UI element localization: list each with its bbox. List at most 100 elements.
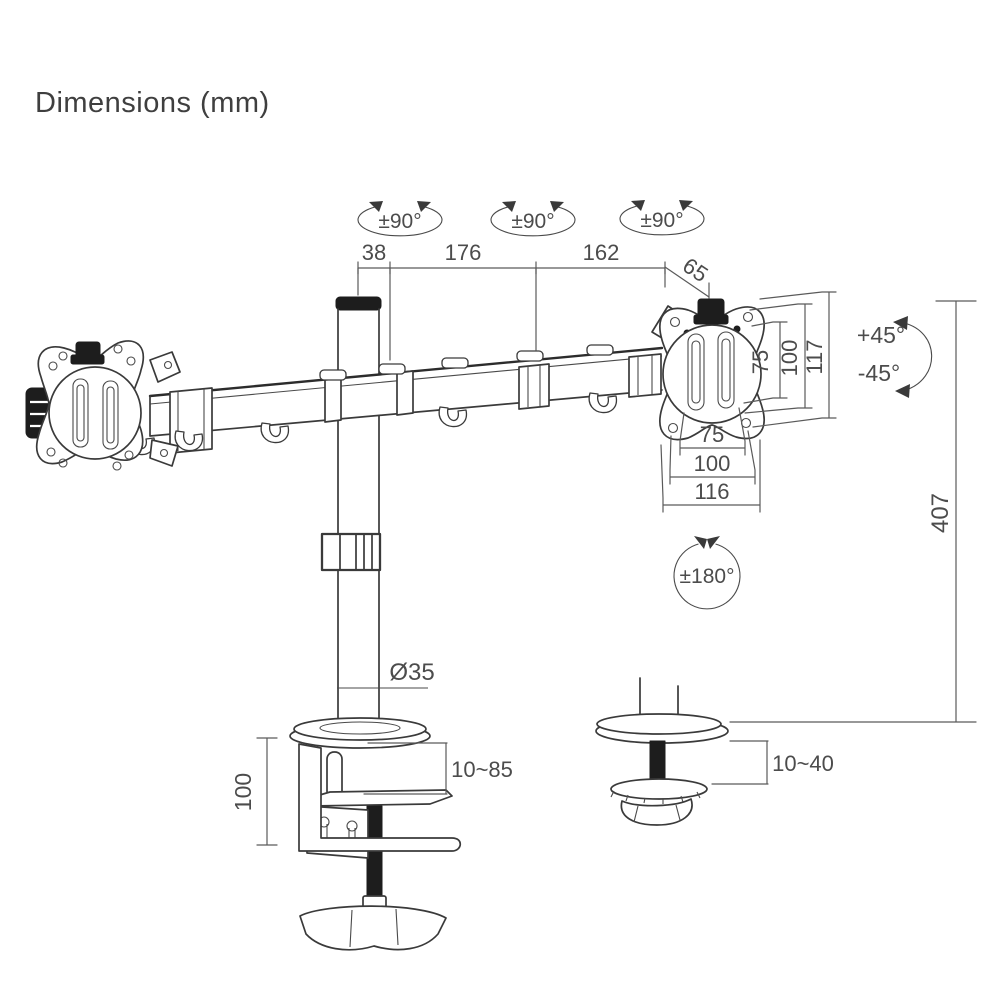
clamp-top-jaw: [305, 789, 453, 807]
pole: [320, 296, 382, 724]
dim-plate-horizontal: 75 100 116: [660, 407, 761, 513]
cable-clip-icon: [174, 430, 203, 452]
dim-1040-lines: [711, 740, 769, 785]
dim-65: 65: [678, 253, 712, 287]
vesa-slot: [717, 331, 735, 409]
cable-clip-icon: [438, 406, 467, 428]
tilt-bracket-ear: [149, 439, 179, 467]
rotate-arrow-icon: ±90°: [357, 201, 443, 237]
bolt-head-icon: [516, 350, 544, 362]
pole-collar: [320, 532, 382, 572]
pole-diameter-annotation: Ø35: [337, 659, 435, 689]
vesa-slot-inner: [76, 384, 85, 442]
bolt-head-icon: [378, 363, 406, 375]
right-vesa-head: [651, 298, 765, 441]
arm-top-clips: [319, 344, 614, 381]
vesa-slot-inner: [691, 340, 701, 404]
arm-joint-right: [628, 353, 662, 398]
rotation-annotations: ±90° ±90° ±90°: [357, 200, 705, 237]
dim-162: 162: [583, 240, 620, 265]
clamp-screw: [366, 805, 383, 905]
dim-clamp: 100 10~85: [230, 737, 513, 846]
clamp-base-top: [293, 717, 427, 741]
grommet-plate-ridges: [610, 790, 701, 804]
tilt-arrow-icon: [903, 322, 933, 391]
dim-top-chain: 38 176 162 65: [357, 240, 713, 361]
quick-release-disc: [662, 324, 762, 424]
quick-release-disc: [48, 366, 142, 460]
dim-65-leader: [664, 266, 710, 299]
tilt-annotation: +45° -45°: [857, 316, 933, 398]
head-knob-flange: [693, 314, 729, 325]
dim-38: 38: [362, 240, 386, 265]
swivel-annotation: ±180°: [673, 536, 741, 610]
pole-clamp-plate-right: [396, 370, 414, 416]
pole-clamp-plate-left: [324, 377, 342, 423]
dim-407-label: 407: [927, 493, 954, 533]
left-vesa-head: [25, 340, 181, 471]
clamp-t-handle: [299, 905, 447, 951]
bolt-head-icon: [441, 357, 469, 369]
dia-label: Ø35: [389, 659, 434, 686]
dim-176: 176: [445, 240, 482, 265]
desk-clamp: [289, 717, 462, 951]
dim-pole-height: 407: [729, 300, 977, 723]
dim-v100-label: 100: [777, 340, 802, 377]
dim-v75: [743, 321, 788, 404]
arm-joint-elbow-lines: [527, 365, 541, 407]
bolt-head-icon: [586, 344, 614, 356]
vesa-slot-inner: [721, 338, 731, 402]
rot-right-label: ±90°: [640, 209, 683, 232]
dim-v75-label: 75: [748, 350, 773, 374]
bolt-head-icon: [319, 369, 347, 381]
ear-hole: [163, 360, 173, 370]
pole-top-cap: [335, 296, 382, 311]
dim-extension-lines: [357, 267, 666, 361]
vesa-slot: [102, 380, 119, 450]
cable-clip-icon: [588, 392, 617, 414]
dim-v117-label: 117: [802, 339, 827, 374]
dim-h100: [669, 430, 756, 485]
dim-h75-label: 75: [700, 422, 724, 447]
dim-h116-label: 116: [694, 479, 729, 504]
dim-1085-lines: [363, 742, 448, 795]
rot-left-label: ±90°: [378, 210, 421, 233]
clamp-base-detail: [319, 721, 401, 735]
arm-joint-right-lines: [637, 355, 653, 395]
dim-h116: [660, 439, 761, 513]
clamp-c-body: [298, 743, 462, 852]
cable-clip-icon: [260, 422, 289, 444]
rotate-arrow-icon: ±90°: [490, 201, 576, 237]
grommet-foot-cup: [620, 798, 693, 826]
vesa-slot: [687, 333, 705, 411]
arm: [126, 344, 664, 456]
tilt-up-label: +45°: [857, 322, 905, 348]
arm-joint-elbow: [518, 363, 550, 410]
tilt-down-label: -45°: [858, 360, 900, 386]
ear-hole: [159, 448, 169, 458]
dim-1085-label: 10~85: [451, 757, 513, 782]
t-handle-lines: [349, 908, 399, 948]
swivel-arrow-icon: [673, 543, 741, 610]
pole-collar-ribs: [339, 533, 373, 571]
dim-100-lines: [256, 737, 278, 846]
rotate-arrow-icon: ±90°: [619, 200, 705, 236]
dim-h100-label: 100: [694, 451, 731, 476]
grommet-base-top: [596, 713, 722, 735]
dim-100-label: 100: [230, 773, 256, 811]
head-knob-flange: [70, 354, 105, 365]
vesa-slot-inner: [106, 386, 115, 444]
dim-plate-vertical: 75 100 117: [743, 291, 837, 428]
dim-grommet: 10~40: [711, 740, 834, 785]
swivel-label: ±180°: [680, 565, 735, 588]
vesa-plate-holes: [46, 344, 136, 471]
grommet-mount: [595, 677, 729, 826]
grommet-foot-facets: [633, 804, 681, 823]
dim-v100: [744, 303, 813, 414]
page-title: Dimensions (mm): [35, 87, 270, 119]
dim-407-lines: [729, 300, 977, 723]
dim-v117: [752, 291, 837, 428]
rot-mid-label: ±90°: [511, 210, 554, 233]
